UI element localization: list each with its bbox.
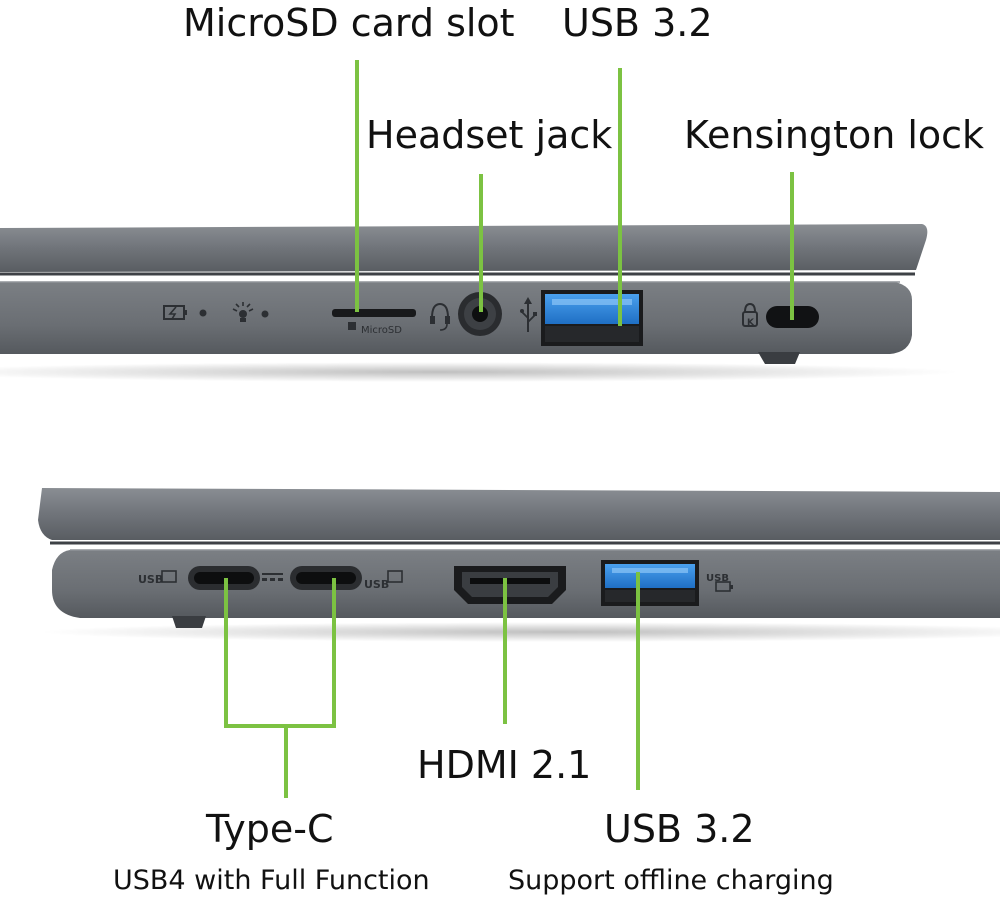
label-headset-jack: Headset jack xyxy=(366,113,613,157)
label-type-c-sub: USB4 with Full Function xyxy=(113,865,430,896)
usb-right-marking-text: USB xyxy=(364,578,389,591)
kensington-marking: K xyxy=(747,318,755,328)
dual-port-indicator xyxy=(262,573,283,581)
typec-port-2 xyxy=(290,566,362,590)
usb-c-left-marking xyxy=(161,570,177,583)
microsd-slot xyxy=(332,309,416,330)
usb-port-bottom xyxy=(601,560,699,606)
bottom-laptop-side xyxy=(38,488,1000,642)
label-microsd-card-slot: MicroSD card slot xyxy=(183,1,515,45)
label-usb-top: USB 3.2 xyxy=(562,1,713,45)
top-laptop-side xyxy=(0,224,960,382)
usb-port-top xyxy=(541,290,643,346)
label-usb-bottom-sub: Support offline charging xyxy=(508,865,834,896)
callout-bracket-typec xyxy=(224,578,336,728)
label-kensington-lock: Kensington lock xyxy=(684,113,985,157)
headset-jack xyxy=(430,292,502,336)
hdmi-port xyxy=(454,566,566,604)
usb-c-right-marking xyxy=(387,570,403,583)
headset-icon xyxy=(430,302,450,331)
battery-charge-icon xyxy=(163,305,207,320)
usb-trident-icon xyxy=(520,297,537,332)
microsd-marking: MicroSD xyxy=(361,325,402,336)
sd-card-icon xyxy=(348,322,356,330)
usb-charge-marking-text: USB xyxy=(706,573,729,584)
power-light-icon xyxy=(232,302,269,322)
battery-charge-usb-icon xyxy=(715,581,733,592)
callout-lines xyxy=(224,60,794,798)
label-hdmi: HDMI 2.1 xyxy=(417,743,592,787)
label-usb-bottom: USB 3.2 xyxy=(604,807,755,851)
lock-icon xyxy=(742,302,758,327)
usb-left-marking-text: USB xyxy=(138,573,163,586)
label-type-c: Type-C xyxy=(206,807,334,851)
